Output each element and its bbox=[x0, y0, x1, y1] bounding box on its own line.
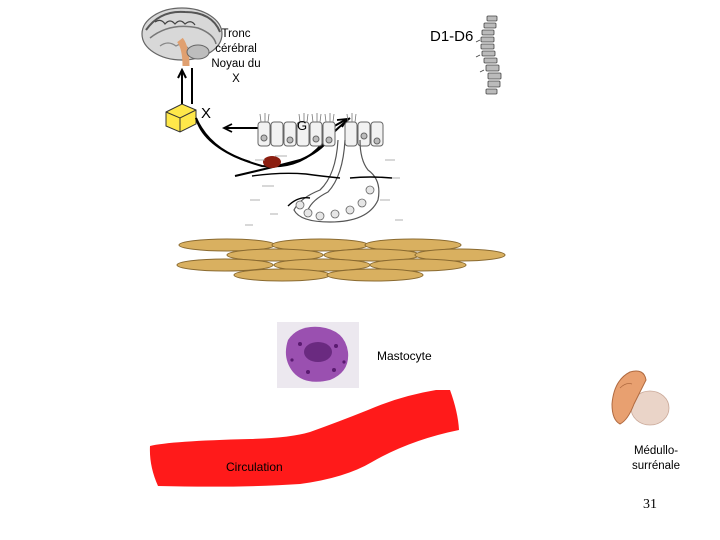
brainstem-label-line4: X bbox=[232, 73, 240, 85]
brainstem-label-line2: cérébral bbox=[215, 43, 257, 55]
adrenal-label-line1: Médullo- bbox=[633, 445, 679, 457]
adrenal-medulla-label: Médullo- surrénale bbox=[620, 444, 692, 474]
spine-label: D1-D6 bbox=[430, 28, 474, 45]
spine-image bbox=[475, 15, 502, 95]
submucosa-lines bbox=[245, 155, 403, 226]
ganglion-label: G bbox=[297, 118, 308, 133]
mastocyte-image bbox=[277, 322, 359, 388]
epithelium bbox=[257, 121, 384, 147]
brain-image bbox=[141, 7, 223, 67]
brainstem-label-line3: Noyau du bbox=[211, 58, 261, 70]
circulation-label: Circulation bbox=[226, 460, 283, 474]
submucosa-fibers bbox=[251, 172, 393, 207]
vagus-nerve-box bbox=[165, 103, 197, 133]
brainstem-label: Tronc cérébral Noyau du X bbox=[204, 27, 268, 87]
adrenal-gland-image bbox=[611, 370, 670, 426]
brainstem-label-line1: Tronc bbox=[221, 28, 251, 40]
mastocyte-label: Mastocyte bbox=[377, 349, 432, 363]
adrenal-label-line2: surrénale bbox=[632, 460, 680, 472]
page-number: 31 bbox=[643, 497, 657, 512]
smooth-muscle bbox=[176, 238, 506, 282]
circulation-vessel bbox=[149, 390, 459, 487]
ganglion-dot bbox=[263, 156, 281, 168]
brainstem-arrows bbox=[177, 67, 193, 108]
vagus-label: X bbox=[201, 105, 212, 122]
cilia bbox=[259, 113, 357, 123]
submucosal-gland bbox=[293, 139, 380, 223]
gland-cells bbox=[295, 185, 375, 221]
